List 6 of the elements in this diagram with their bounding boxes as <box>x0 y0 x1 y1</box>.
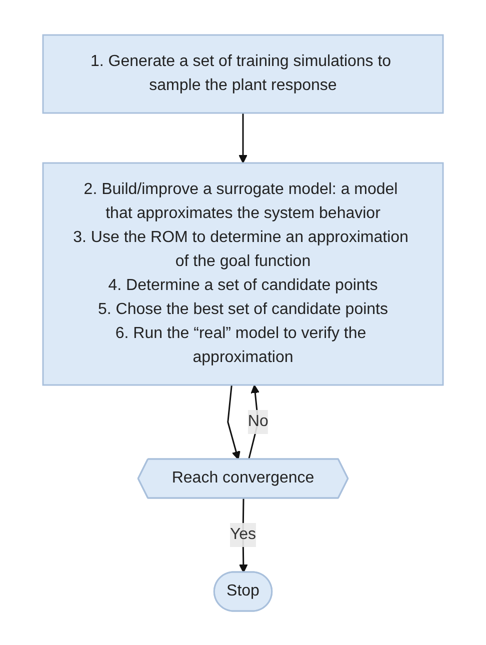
edge-label: Yes <box>230 526 256 542</box>
arrow <box>227 384 240 460</box>
arrow <box>238 112 248 163</box>
edge-label: No <box>248 412 268 430</box>
node-box: 2. Build/improve a surrogate model: a model that approximates the system behavior 3. Use the ROM to determine an approximation of the goal function 4. Determine a set of candidate points 5. Chose the best set of candidate points 6. Run the “real” model to verify the approximation <box>42 162 444 386</box>
node-box: 1. Generate a set of training simulations to sample the plant response <box>42 34 444 114</box>
